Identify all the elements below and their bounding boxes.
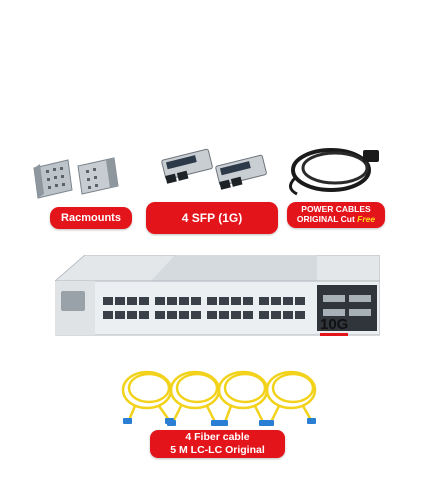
power-cables-label: POWER CABLES ORIGINAL Cut Free — [287, 202, 385, 228]
sfp-label: 4 SFP (1G) — [146, 202, 278, 234]
network-switch-image — [55, 255, 380, 336]
rackmounts-label: Racmounts — [50, 207, 132, 229]
rackmount-brackets-image — [33, 157, 119, 199]
sfp-modules-image — [161, 148, 267, 190]
fiber-cable-label: 4 Fiber cable 5 M LC-LC Original — [150, 430, 285, 458]
power-cable-image — [289, 148, 379, 196]
uplink-10g-label: 10G — [320, 316, 349, 336]
fiber-cables-image — [121, 370, 317, 426]
